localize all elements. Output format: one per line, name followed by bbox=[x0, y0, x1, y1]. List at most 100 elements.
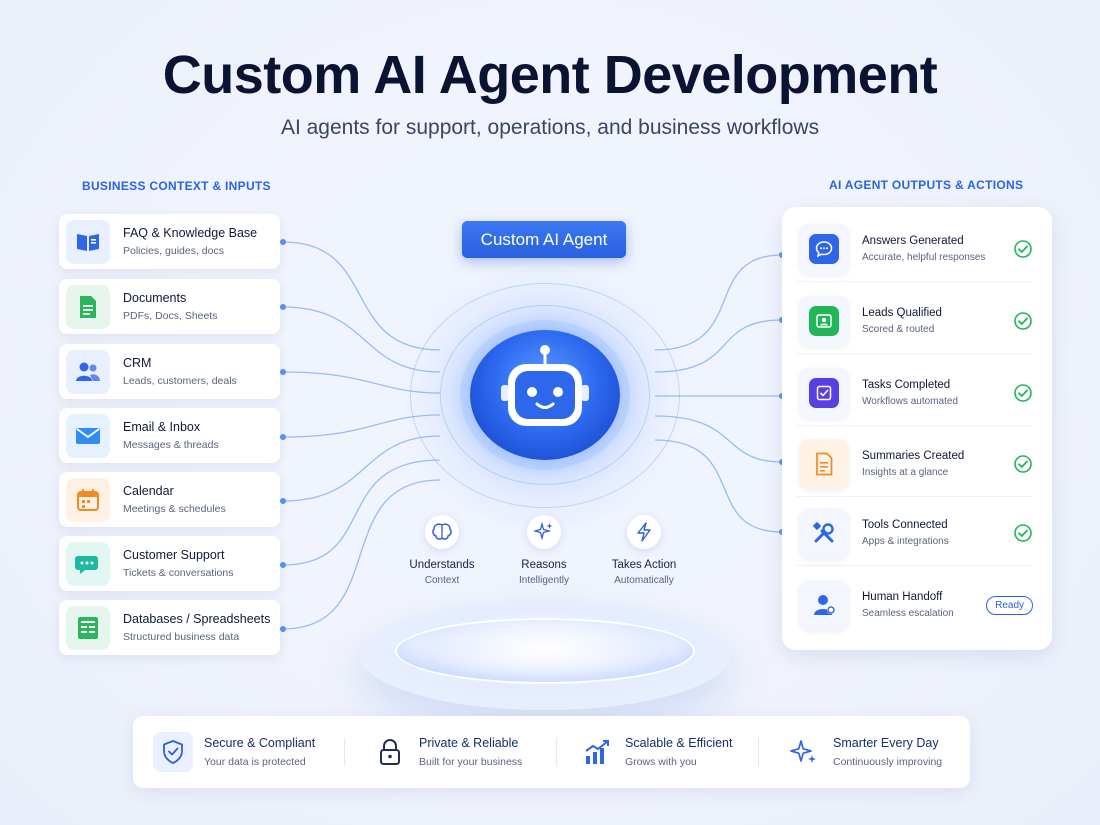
chat-bubbles-icon bbox=[66, 541, 110, 586]
input-card-faq[interactable]: FAQ & Knowledge Base Policies, guides, d… bbox=[59, 214, 280, 269]
ready-badge: Ready bbox=[986, 595, 1033, 615]
input-card-support[interactable]: Customer Support Tickets & conversations bbox=[59, 536, 280, 591]
check-circle-icon bbox=[1014, 523, 1032, 542]
feature-subtitle: Continuously improving bbox=[833, 756, 943, 768]
feature-subtitle: Your data is protected bbox=[204, 756, 306, 768]
output-icon-tile bbox=[799, 580, 849, 630]
input-title: FAQ & Knowledge Base bbox=[123, 226, 258, 240]
input-title: CRM bbox=[123, 356, 152, 370]
tools-icon bbox=[809, 518, 839, 548]
users-icon bbox=[66, 349, 110, 394]
connector-line bbox=[654, 254, 783, 351]
capability-reasons: Reasons Intelligently bbox=[489, 515, 599, 586]
feature-divider bbox=[556, 738, 557, 766]
input-card-crm[interactable]: CRM Leads, customers, deals bbox=[59, 344, 280, 399]
feature-subtitle: Grows with you bbox=[625, 756, 697, 768]
features-bar bbox=[133, 716, 970, 788]
calendar-icon bbox=[66, 477, 110, 522]
output-row-summaries[interactable]: Summaries Created Insights at a glance bbox=[797, 431, 1033, 497]
document-icon bbox=[66, 284, 110, 329]
input-title: Documents bbox=[123, 291, 187, 305]
output-row-handoff[interactable]: Human Handoff Seamless escalation Ready bbox=[797, 572, 1033, 638]
connector-dot bbox=[280, 239, 286, 245]
brain-icon bbox=[425, 515, 459, 549]
growth-chart-icon bbox=[582, 732, 612, 772]
outputs-section-label: AI AGENT OUTPUTS & ACTIONS bbox=[829, 178, 1024, 192]
feature-private: Private & Reliable Built for your busine… bbox=[375, 716, 522, 788]
check-circle-icon bbox=[1014, 454, 1032, 473]
connector-dot bbox=[280, 626, 286, 632]
output-subtitle: Insights at a glance bbox=[862, 466, 949, 478]
output-title: Human Handoff bbox=[862, 591, 943, 603]
connector-dot bbox=[280, 434, 286, 440]
capability-title: Takes Action bbox=[611, 559, 677, 571]
output-title: Leads Qualified bbox=[862, 306, 942, 319]
input-subtitle: PDFs, Docs, Sheets bbox=[123, 310, 218, 322]
connector-dot bbox=[280, 562, 286, 568]
input-card-documents[interactable]: Documents PDFs, Docs, Sheets bbox=[59, 279, 280, 334]
robot-icon bbox=[501, 345, 589, 426]
orbit-ring bbox=[410, 283, 680, 508]
input-subtitle: Meetings & schedules bbox=[123, 503, 226, 515]
output-title: Tasks Completed bbox=[862, 378, 951, 391]
output-row-tasks[interactable]: Tasks Completed Workflows automated bbox=[797, 360, 1033, 426]
lightning-icon bbox=[627, 515, 661, 549]
output-subtitle: Apps & integrations bbox=[862, 535, 949, 547]
shield-check-icon bbox=[153, 732, 193, 772]
output-icon-tile bbox=[799, 507, 849, 558]
output-title: Answers Generated bbox=[862, 234, 964, 247]
feature-subtitle: Built for your business bbox=[419, 756, 523, 768]
output-title: Summaries Created bbox=[862, 449, 965, 462]
input-subtitle: Policies, guides, docs bbox=[123, 245, 224, 257]
output-row-answers[interactable]: Answers Generated Accurate, helpful resp… bbox=[797, 216, 1033, 282]
feature-divider bbox=[758, 738, 759, 766]
inputs-section-label: BUSINESS CONTEXT & INPUTS bbox=[82, 179, 271, 193]
output-icon-tile bbox=[799, 367, 849, 418]
output-subtitle: Accurate, helpful responses bbox=[862, 251, 986, 263]
capability-takes-action: Takes Action Automatically bbox=[589, 515, 699, 586]
input-subtitle: Tickets & conversations bbox=[123, 567, 234, 579]
input-subtitle: Messages & threads bbox=[123, 439, 219, 451]
input-title: Calendar bbox=[123, 484, 174, 498]
agent-label: Custom AI Agent bbox=[462, 221, 626, 258]
feature-title: Scalable & Efficient bbox=[625, 736, 733, 750]
input-card-databases[interactable]: Databases / Spreadsheets Structured busi… bbox=[59, 600, 280, 655]
capability-subtitle: Intelligently bbox=[518, 575, 570, 586]
check-circle-icon bbox=[1014, 311, 1032, 330]
connector-dot bbox=[280, 304, 286, 310]
platform-ring bbox=[395, 618, 695, 684]
lead-icon bbox=[809, 305, 839, 336]
input-title: Customer Support bbox=[123, 548, 225, 562]
feature-title: Secure & Compliant bbox=[204, 736, 316, 750]
output-icon-tile bbox=[799, 223, 849, 274]
spreadsheet-icon bbox=[66, 605, 110, 650]
output-subtitle: Scored & routed bbox=[862, 323, 935, 335]
sparkle-icon bbox=[527, 515, 561, 549]
page-title: Custom AI Agent Development bbox=[162, 45, 938, 105]
lock-icon bbox=[375, 732, 405, 772]
output-row-leads[interactable]: Leads Qualified Scored & routed bbox=[797, 288, 1033, 354]
capability-title: Reasons bbox=[521, 559, 567, 571]
input-card-email[interactable]: Email & Inbox Messages & threads bbox=[59, 408, 280, 463]
output-subtitle: Workflows automated bbox=[862, 395, 958, 407]
capability-subtitle: Automatically bbox=[614, 575, 674, 586]
input-title: Databases / Spreadsheets bbox=[123, 612, 271, 626]
output-row-tools[interactable]: Tools Connected Apps & integrations bbox=[797, 500, 1033, 566]
connector-dot bbox=[280, 369, 286, 375]
feature-divider bbox=[344, 738, 345, 766]
check-circle-icon bbox=[1014, 239, 1032, 258]
output-icon-tile bbox=[799, 295, 849, 346]
output-title: Tools Connected bbox=[862, 518, 948, 531]
orbit-ring bbox=[440, 305, 650, 485]
capability-subtitle: Context bbox=[424, 575, 460, 586]
output-subtitle: Seamless escalation bbox=[862, 608, 954, 619]
connector-dot bbox=[280, 498, 286, 504]
input-card-calendar[interactable]: Calendar Meetings & schedules bbox=[59, 472, 280, 527]
input-title: Email & Inbox bbox=[123, 420, 201, 434]
outputs-panel bbox=[782, 207, 1052, 650]
feature-title: Private & Reliable bbox=[419, 736, 519, 750]
output-icon-tile bbox=[799, 438, 849, 489]
book-icon bbox=[66, 219, 110, 264]
summary-doc-icon bbox=[809, 449, 839, 479]
feature-scalable: Scalable & Efficient Grows with you bbox=[582, 716, 732, 788]
